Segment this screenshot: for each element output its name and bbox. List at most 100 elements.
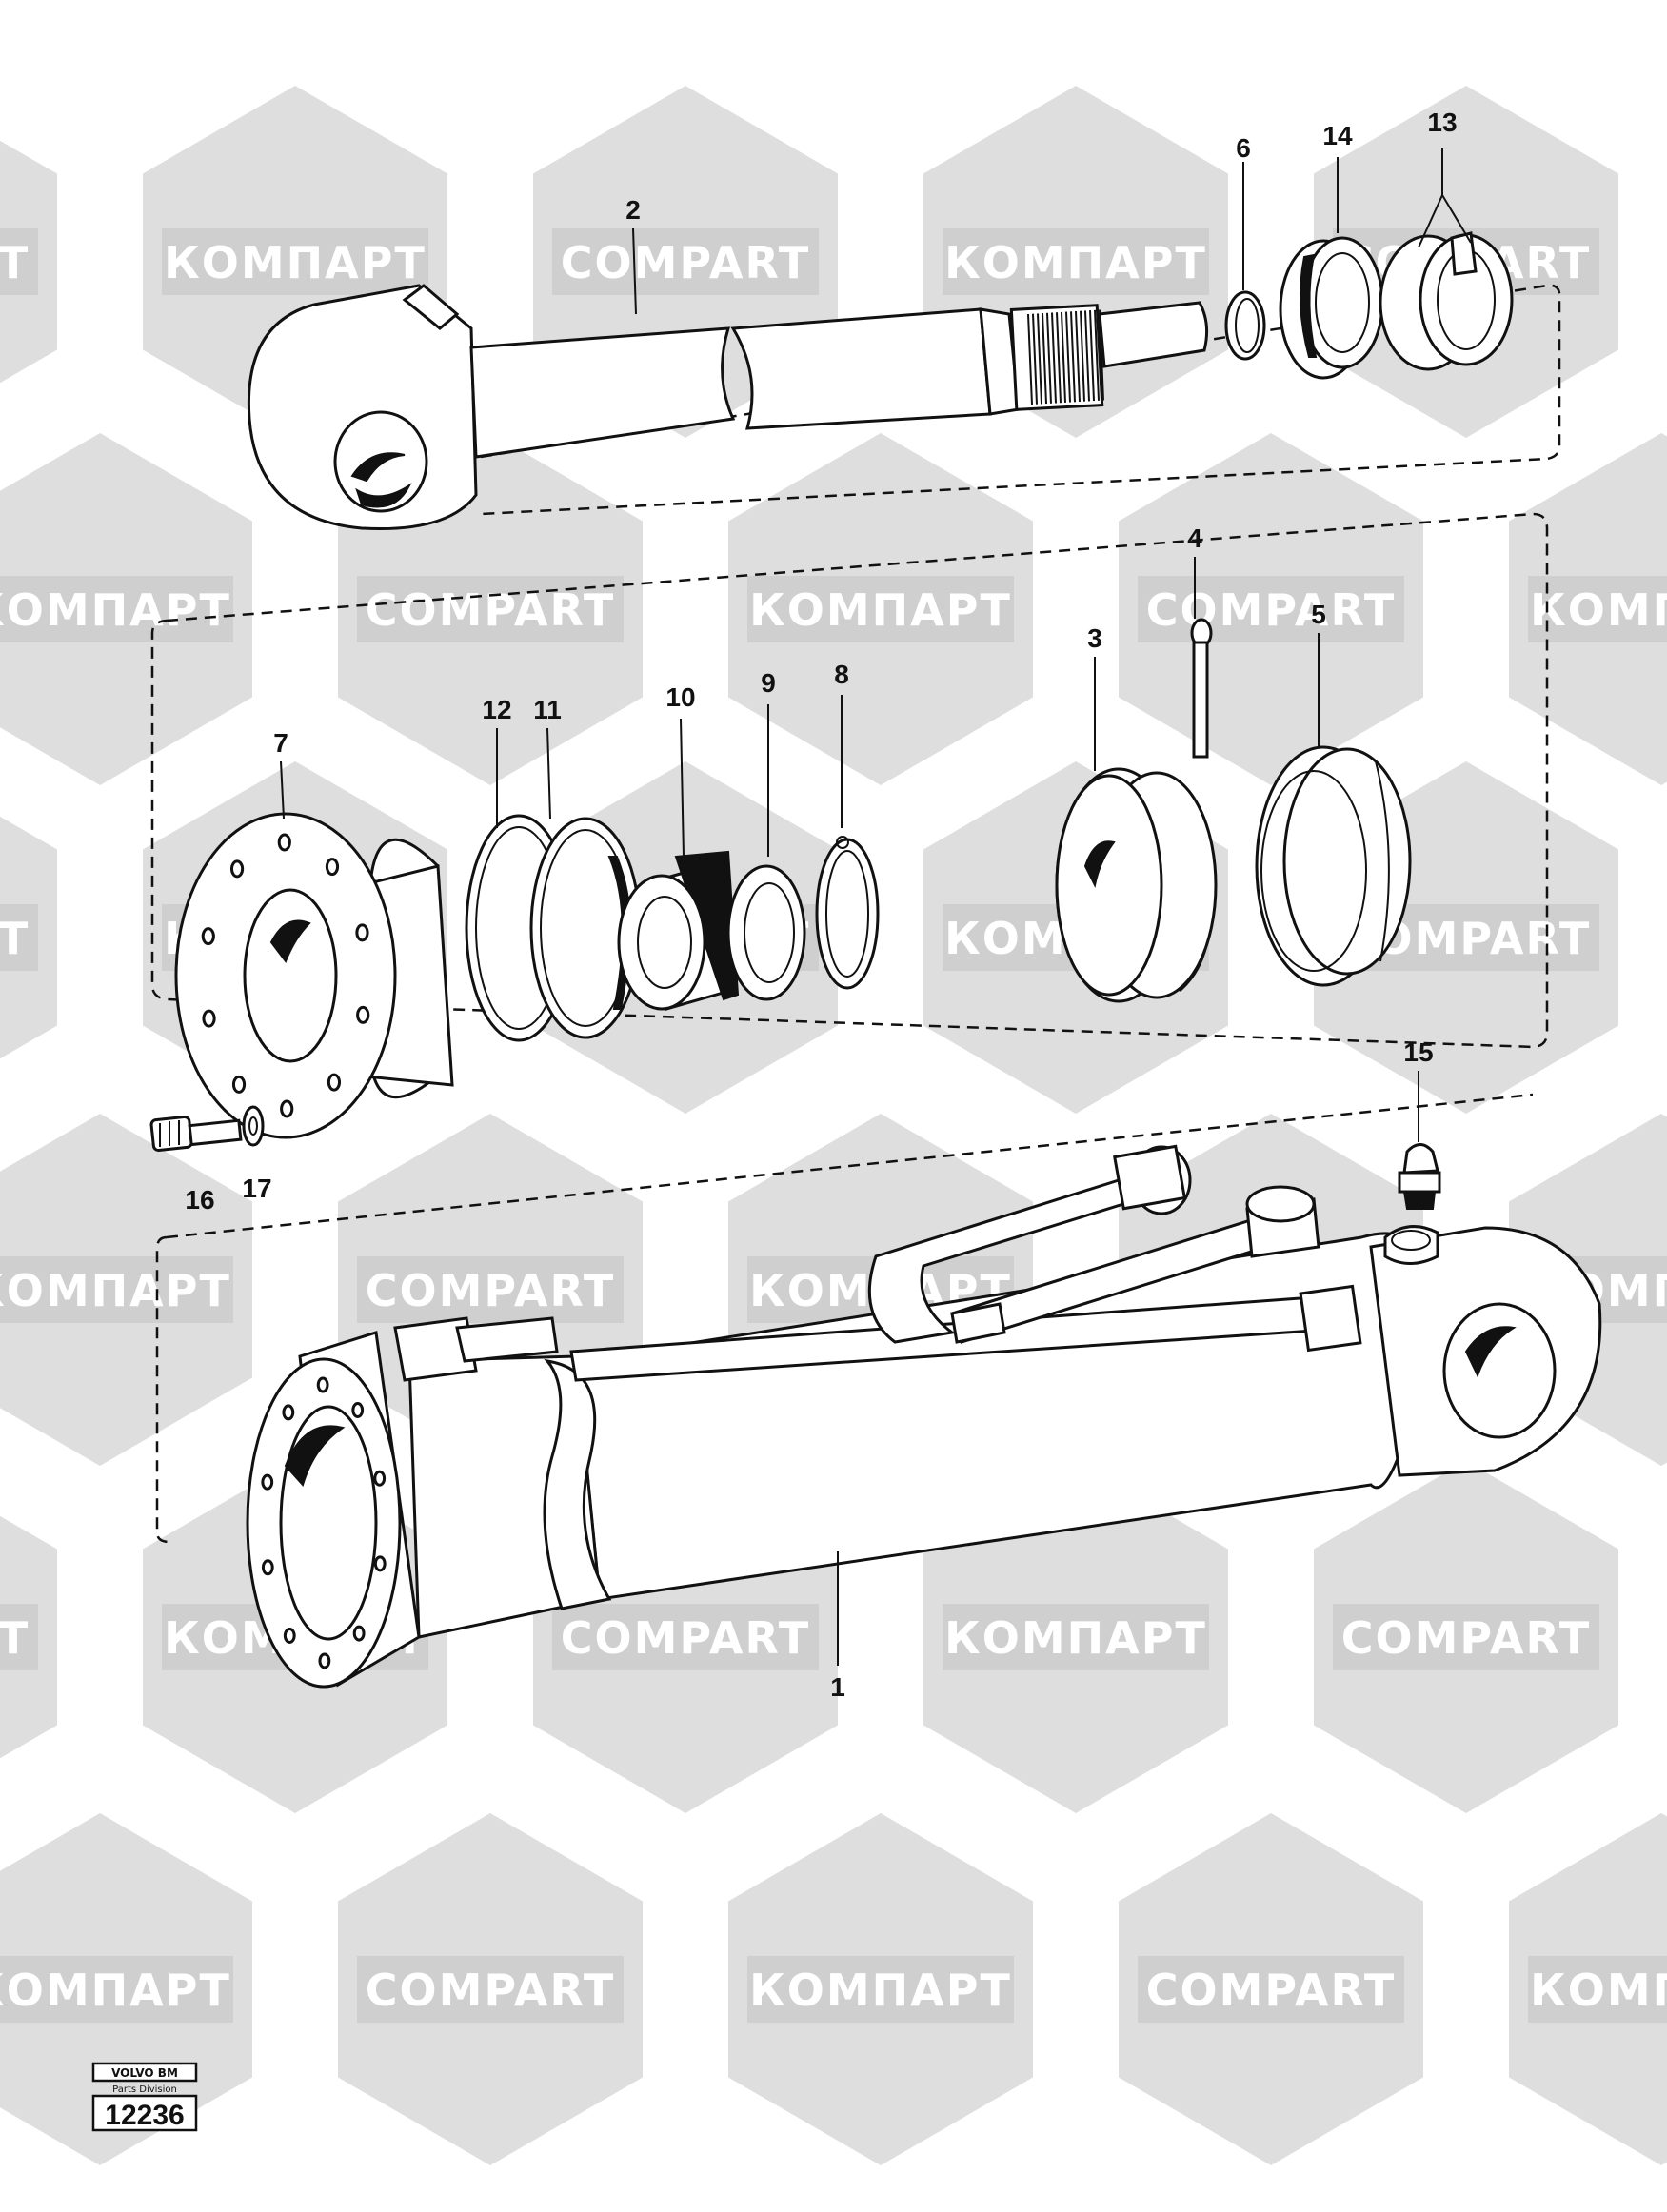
watermark-band <box>943 1604 1209 1670</box>
piston <box>1055 767 1218 1003</box>
watermark-text: COMPART <box>0 1612 30 1664</box>
bolt-hole <box>325 858 340 877</box>
bolt-hole <box>283 1628 296 1645</box>
watermark-text: КОМПАРТ <box>1530 1965 1667 2016</box>
washer-9 <box>726 864 806 1001</box>
watermark-text: КОМПАРТ <box>0 1265 231 1316</box>
bolt-hole <box>327 1073 342 1092</box>
watermark-band <box>1138 576 1404 642</box>
watermark-band <box>357 1956 624 2023</box>
badge-number: 12236 <box>105 2100 184 2131</box>
callout-1: 1 <box>830 1672 845 1702</box>
washer-17 <box>242 1105 265 1147</box>
callout-5: 5 <box>1311 600 1326 629</box>
watermark-text: COMPART <box>366 1965 615 2016</box>
grease-nipple <box>1398 1143 1441 1210</box>
watermark-text: КОМПАРТ <box>944 1612 1207 1664</box>
watermark-band <box>747 1956 1014 2023</box>
bolt-hole <box>355 923 369 942</box>
cylinder-head <box>174 812 454 1139</box>
watermark-band <box>1528 1956 1667 2023</box>
seal-11 <box>529 817 642 1039</box>
watermark-band <box>0 228 38 295</box>
piston-rod <box>247 284 1209 531</box>
thread-line <box>1080 310 1085 402</box>
watermark-band <box>0 1256 233 1323</box>
split-pin <box>1190 618 1213 759</box>
watermark-text: КОМПАРТ <box>164 237 427 288</box>
watermark-band <box>747 576 1014 642</box>
callout-labels: 2 6 14 13 4 3 5 7 12 11 10 9 8 16 17 15 … <box>185 108 1457 1702</box>
badge-brand: VOLVO BM <box>111 2066 178 2080</box>
callout-14: 14 <box>1322 121 1353 150</box>
bolt-hole <box>318 1652 331 1669</box>
callout-2: 2 <box>625 195 641 225</box>
callout-11: 11 <box>533 695 562 724</box>
bolt-holes-tube <box>261 1376 387 1669</box>
watermark-text: COMPART <box>0 913 30 964</box>
watermark-text: КОМПАРТ <box>1530 584 1667 636</box>
watermark-text: COMPART <box>1146 584 1396 636</box>
cap-screw <box>149 1115 243 1153</box>
bolt-hole <box>373 1555 387 1572</box>
watermark-band <box>357 576 624 642</box>
bolt-hole <box>316 1376 329 1393</box>
volvo-badge: VOLVO BM Parts Division 12236 <box>91 2062 198 2132</box>
callout-16: 16 <box>185 1185 214 1215</box>
callout-4: 4 <box>1187 523 1202 553</box>
thread-line <box>1094 309 1100 401</box>
watermark-band <box>552 1604 819 1670</box>
watermark-band <box>162 228 428 295</box>
callout-6: 6 <box>1236 133 1251 163</box>
thread-line <box>1051 312 1057 404</box>
watermark-text: КОМПАРТ <box>944 237 1207 288</box>
watermark-band <box>552 228 819 295</box>
watermark-band <box>1138 1956 1404 2023</box>
thread-line <box>1042 313 1047 405</box>
thread-line <box>1037 313 1042 405</box>
thread-line <box>1075 310 1081 403</box>
small-ring <box>1224 290 1266 361</box>
guide-ring <box>1379 231 1514 371</box>
cylinder-tube <box>246 1144 1602 1689</box>
callout-13: 13 <box>1427 108 1457 137</box>
thread-line <box>1061 311 1066 403</box>
watermark-band <box>0 1956 233 2023</box>
watermark-band <box>1528 576 1667 642</box>
snap-ring <box>815 836 880 990</box>
watermark-text: КОМПАРТ <box>0 1965 231 2016</box>
callout-12: 12 <box>482 695 511 724</box>
badge-division: Parts Division <box>112 2084 177 2095</box>
watermark-text: COMPART <box>561 1612 810 1664</box>
thread-line <box>1084 310 1090 402</box>
watermark-text: COMPART <box>1341 1612 1591 1664</box>
watermark-text: КОМПАРТ <box>749 584 1012 636</box>
bolt-hole <box>352 1625 366 1642</box>
callout-8: 8 <box>834 660 849 689</box>
thread-line <box>1089 310 1095 402</box>
piston-seal <box>1255 745 1412 987</box>
bushing <box>617 850 740 1011</box>
callout-15: 15 <box>1403 1037 1433 1067</box>
watermark-text: COMPART <box>1146 1965 1396 2016</box>
bolt-hole <box>282 1404 295 1421</box>
bolt-hole <box>280 1099 294 1118</box>
bolt-hole <box>356 1005 370 1024</box>
bolt-hole <box>229 859 245 879</box>
watermark-band <box>357 1256 624 1323</box>
watermark-band <box>0 1604 38 1670</box>
watermark-band <box>0 904 38 971</box>
watermark-text: COMPART <box>366 1265 615 1316</box>
watermark-text: COMPART <box>561 237 810 288</box>
thread-line <box>1065 311 1071 403</box>
bolt-hole <box>261 1559 274 1576</box>
wiper-seal <box>1279 236 1384 380</box>
group-outlines <box>150 284 1561 1544</box>
watermark-text: КОМПАРТ <box>749 1965 1012 2016</box>
watermark-text: COMPART <box>366 584 615 636</box>
watermark-band <box>1333 1604 1599 1670</box>
bolt-hole <box>351 1401 365 1418</box>
watermark-text: КОМПАРТ <box>0 584 231 636</box>
callout-17: 17 <box>242 1174 271 1203</box>
